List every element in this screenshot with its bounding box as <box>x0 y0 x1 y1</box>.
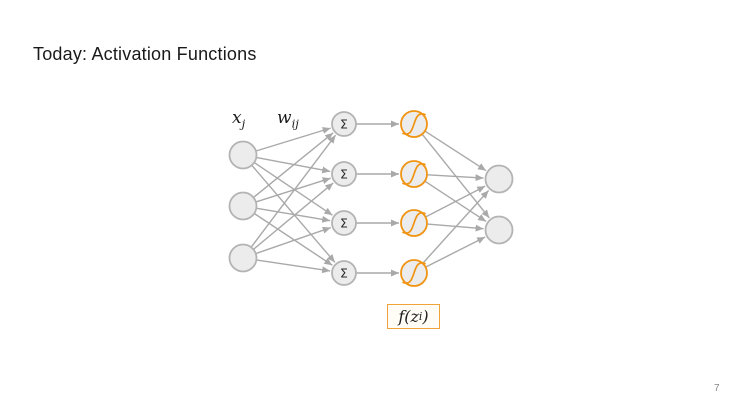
edge-activation4-to-output2 <box>425 236 486 268</box>
output-node-2 <box>484 215 514 245</box>
sigmoid-curve-icon <box>402 113 426 135</box>
edge-input3-to-sum2 <box>253 182 334 250</box>
sum-symbol: Σ <box>340 266 348 281</box>
activation-node-1 <box>400 110 428 138</box>
input-variable-base: x <box>232 108 242 128</box>
sum-symbol: Σ <box>340 117 348 132</box>
slide-title: Today: Activation Functions <box>33 44 257 64</box>
edge-input2-to-sum3 <box>256 207 331 223</box>
input-node-1 <box>228 140 258 170</box>
edge-activation4-to-output1 <box>422 190 490 264</box>
sum-node-4: Σ <box>331 260 357 286</box>
sigmoid-curve-icon <box>402 262 426 284</box>
edge-input1-to-sum3 <box>254 162 333 216</box>
activation-node-3 <box>400 209 428 237</box>
edge-input3-to-sum1 <box>250 134 337 248</box>
activation-function-label-pre: f(z <box>398 307 419 326</box>
edge-input3-to-sum3 <box>255 226 332 255</box>
activation-function-label-post: ) <box>422 307 429 326</box>
edge-input2-to-sum4 <box>254 213 333 266</box>
sigmoid-curve-icon <box>402 163 426 185</box>
edge-activation2-to-output1 <box>427 174 484 182</box>
page-number: 7 <box>714 383 720 394</box>
weight-variable-subscript: ij <box>291 116 299 131</box>
activation-node-4 <box>400 259 428 287</box>
input-variable-subscript: j <box>241 116 246 131</box>
sum-symbol: Σ <box>340 167 348 182</box>
edge-input2-to-sum1 <box>253 132 334 198</box>
input-variable-label: xj <box>232 108 246 131</box>
sum-node-1: Σ <box>331 111 357 137</box>
sum-node-2: Σ <box>331 161 357 187</box>
weight-variable-label: wij <box>277 108 299 131</box>
sigmoid-curve-icon <box>402 212 426 234</box>
edge-input1-to-sum1 <box>256 127 331 152</box>
input-node-3 <box>228 243 258 273</box>
edge-activation1-to-output1 <box>424 130 487 172</box>
edge-input3-to-sum4 <box>256 259 331 274</box>
sum-node-3: Σ <box>331 210 357 236</box>
weight-variable-base: w <box>277 108 292 128</box>
activation-node-2 <box>400 160 428 188</box>
sum-symbol: Σ <box>340 216 348 231</box>
edge-activation3-to-output1 <box>425 185 486 218</box>
input-node-2 <box>228 191 258 221</box>
output-node-1 <box>484 164 514 194</box>
